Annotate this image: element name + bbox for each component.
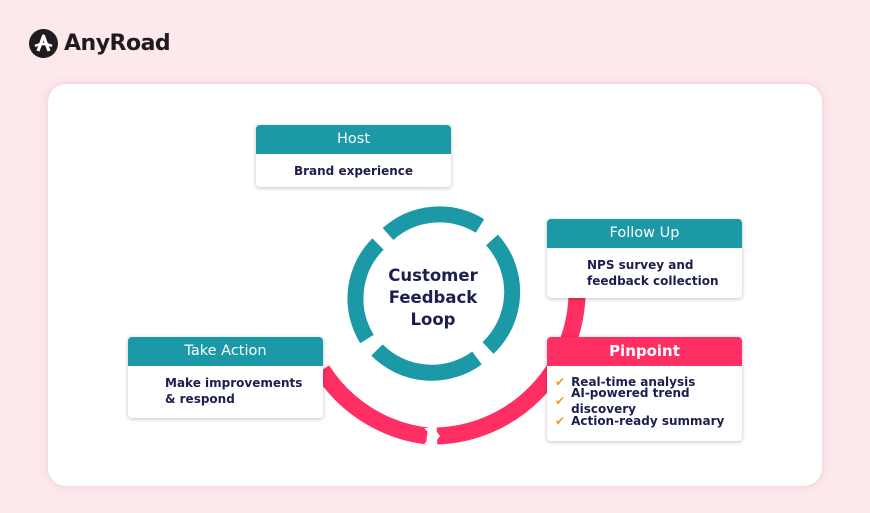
step-body-line: Make improvements xyxy=(165,376,303,390)
step-body-line: & respond xyxy=(165,392,235,406)
teal-ring-segment xyxy=(371,344,482,381)
brand-name: AnyRoad xyxy=(64,31,171,56)
pink-arc-right xyxy=(436,295,586,445)
center-label-line: Feedback xyxy=(388,288,478,307)
teal-ring xyxy=(347,206,521,381)
step-body-line: Brand experience xyxy=(293,164,414,178)
bullet-text: Real-time analysis xyxy=(571,374,696,389)
pink-arc-left xyxy=(314,365,429,445)
bullet-text: AI-powered trend discovery xyxy=(571,386,690,417)
anyroad-logo: AnyRoad xyxy=(29,29,171,58)
bullet-item: ✔ Action-ready summary xyxy=(555,411,742,431)
step-take-action: Take Action Make improvements & respond xyxy=(128,337,323,418)
step-host: Host Brand experience xyxy=(256,125,451,187)
step-title: Host xyxy=(256,125,451,154)
step-body-line: feedback collection xyxy=(587,274,719,288)
teal-ring-segment xyxy=(482,234,521,354)
step-title: Pinpoint xyxy=(547,337,742,366)
check-icon: ✔ xyxy=(555,394,566,409)
bullet-text: Action-ready summary xyxy=(571,413,725,428)
step-title: Follow Up xyxy=(547,219,742,248)
bullet-item: ✔ AI-powered trend discovery xyxy=(555,386,742,416)
check-icon: ✔ xyxy=(555,413,566,428)
center-label-line: Customer xyxy=(388,266,478,285)
teal-ring-segment xyxy=(347,238,384,344)
pink-arrow-notch xyxy=(424,428,440,444)
step-body: Make improvements & respond xyxy=(128,366,323,407)
teal-ring-segment xyxy=(382,206,485,241)
step-title: Take Action xyxy=(128,337,323,366)
center-label: Customer Feedback Loop xyxy=(376,265,490,331)
bullet-item: ✔ Real-time analysis xyxy=(555,372,742,392)
step-body: Brand experience xyxy=(256,154,451,179)
step-pinpoint: Pinpoint ✔ Real-time analysis ✔ AI-powered… xyxy=(547,337,742,441)
anyroad-logo-icon xyxy=(29,29,58,58)
step-body: NPS survey and feedback collection xyxy=(547,248,742,289)
check-icon: ✔ xyxy=(555,374,566,389)
center-label-line: Loop xyxy=(410,310,456,329)
step-follow-up: Follow Up NPS survey and feedback collec… xyxy=(547,219,742,298)
step-bullets: ✔ Real-time analysis ✔ AI-powered trend di… xyxy=(547,366,742,431)
step-body-line: NPS survey and xyxy=(587,258,694,272)
